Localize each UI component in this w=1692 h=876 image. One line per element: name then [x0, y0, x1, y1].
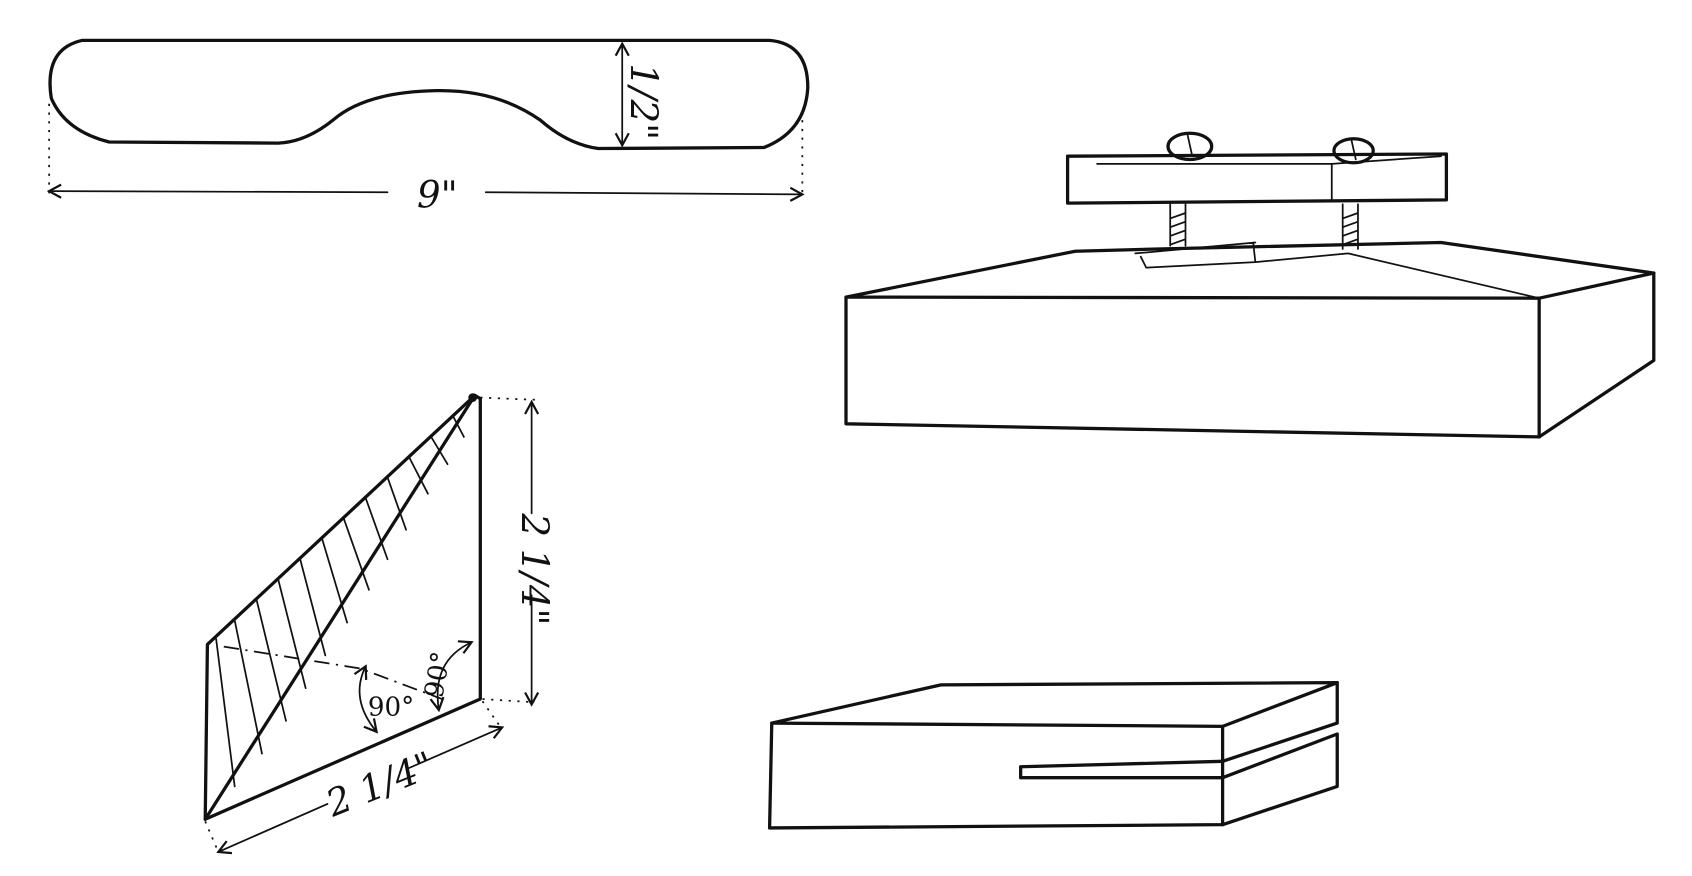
block-slot [1134, 241, 1541, 300]
figure-triangle: 90° 90° 2 1/4" 2 1/4" [203, 393, 556, 853]
base-dashed-line [223, 645, 443, 700]
slotted-block-front-face [767, 721, 1225, 830]
extension-bottom [482, 698, 535, 704]
screw-shafts [1169, 203, 1359, 250]
angle-left-label: 90° [368, 692, 414, 722]
extension-bottom-right [481, 700, 501, 727]
base-arrow-left [218, 803, 329, 852]
bar-length-label: 9" [417, 174, 458, 217]
length-dimension-arrow-right [484, 192, 803, 194]
wedge-outline [203, 393, 482, 821]
block-top-face [844, 240, 1656, 300]
figure-clamp-block [844, 131, 1656, 439]
extension-top [480, 396, 535, 401]
extension-bottom-left [204, 821, 220, 853]
wedge-base-label: 2 1/4" [319, 743, 440, 825]
angle-right-label: 90° [419, 649, 457, 700]
block-front-face [844, 295, 1541, 439]
apex-point [468, 393, 478, 402]
screw-head-left [1166, 131, 1214, 162]
screw-head-right [1332, 137, 1375, 165]
length-dimension-arrow-left [49, 191, 389, 192]
wedge-hatching [215, 415, 465, 788]
figure-slotted-block [767, 681, 1339, 830]
bar-height-label: 1/2" [622, 63, 665, 140]
figure-bar: 1/2" 9" [48, 38, 810, 217]
wedge-diagonal [203, 393, 477, 821]
slot-cut [1019, 759, 1225, 780]
slotted-block-upper-right [1220, 681, 1339, 763]
wedge-height-label: 2 1/4" [513, 512, 556, 625]
base-arrow-right [408, 727, 502, 769]
clamp-plate-front [1065, 152, 1449, 205]
slotted-block-top-face [770, 681, 1339, 728]
angle-arc-right [438, 642, 472, 710]
slotted-block-lower-right [1220, 732, 1339, 827]
block-right-face [1537, 271, 1656, 439]
angle-arc-left [360, 666, 377, 732]
bar-outline [48, 38, 810, 151]
